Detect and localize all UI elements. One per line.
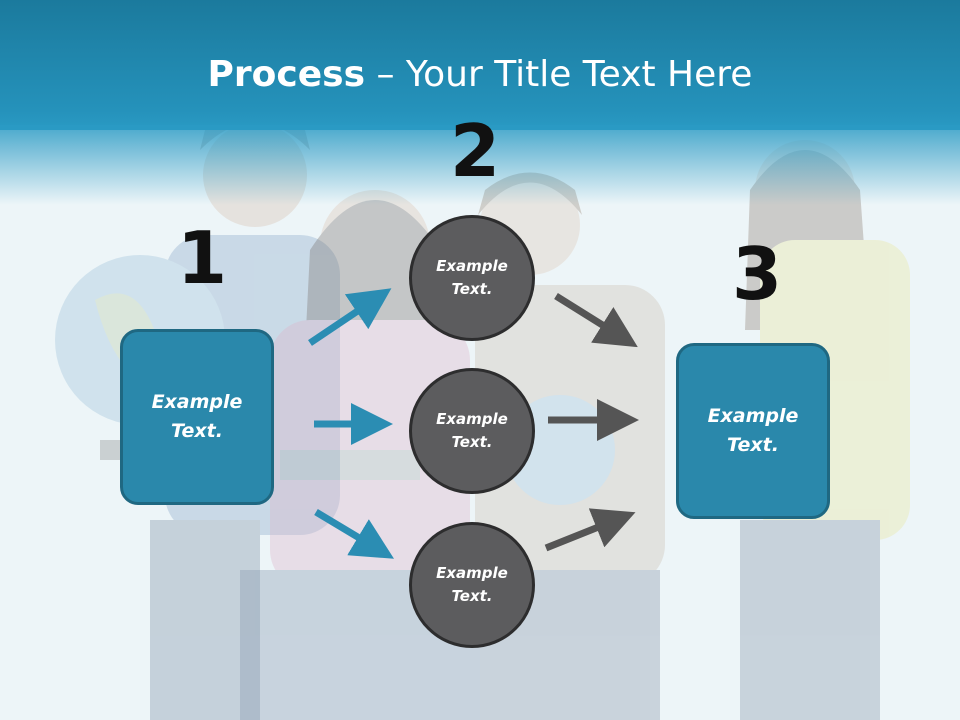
slide-title: Process – Your Title Text Here — [0, 52, 960, 98]
step-circle-bottom[interactable]: Example Text. — [409, 522, 535, 648]
step-number-2: 2 — [450, 109, 501, 193]
step-number-1: 1 — [177, 216, 228, 300]
title-rest: – Your Title Text Here — [365, 54, 753, 95]
title-banner-fade — [0, 125, 960, 205]
arrow-blue-up — [308, 288, 392, 346]
step-box-right[interactable]: Example Text. — [676, 343, 830, 519]
arrow-blue-down — [314, 508, 395, 559]
title-bold: Process — [207, 54, 366, 95]
step-circle-top[interactable]: Example Text. — [409, 215, 535, 341]
step-circle-top-text: Example Text. — [436, 257, 508, 298]
step-box-left-text: Example Text. — [151, 391, 243, 442]
step-box-left[interactable]: Example Text. — [120, 329, 274, 505]
step-circle-middle-text: Example Text. — [436, 410, 508, 451]
title-banner — [0, 0, 960, 130]
arrow-dark-up — [544, 508, 636, 552]
arrow-dark-down — [554, 293, 638, 348]
step-circle-bottom-text: Example Text. — [436, 564, 508, 605]
step-number-3: 3 — [732, 232, 783, 316]
step-box-right-text: Example Text. — [707, 405, 799, 456]
step-circle-middle[interactable]: Example Text. — [409, 368, 535, 494]
